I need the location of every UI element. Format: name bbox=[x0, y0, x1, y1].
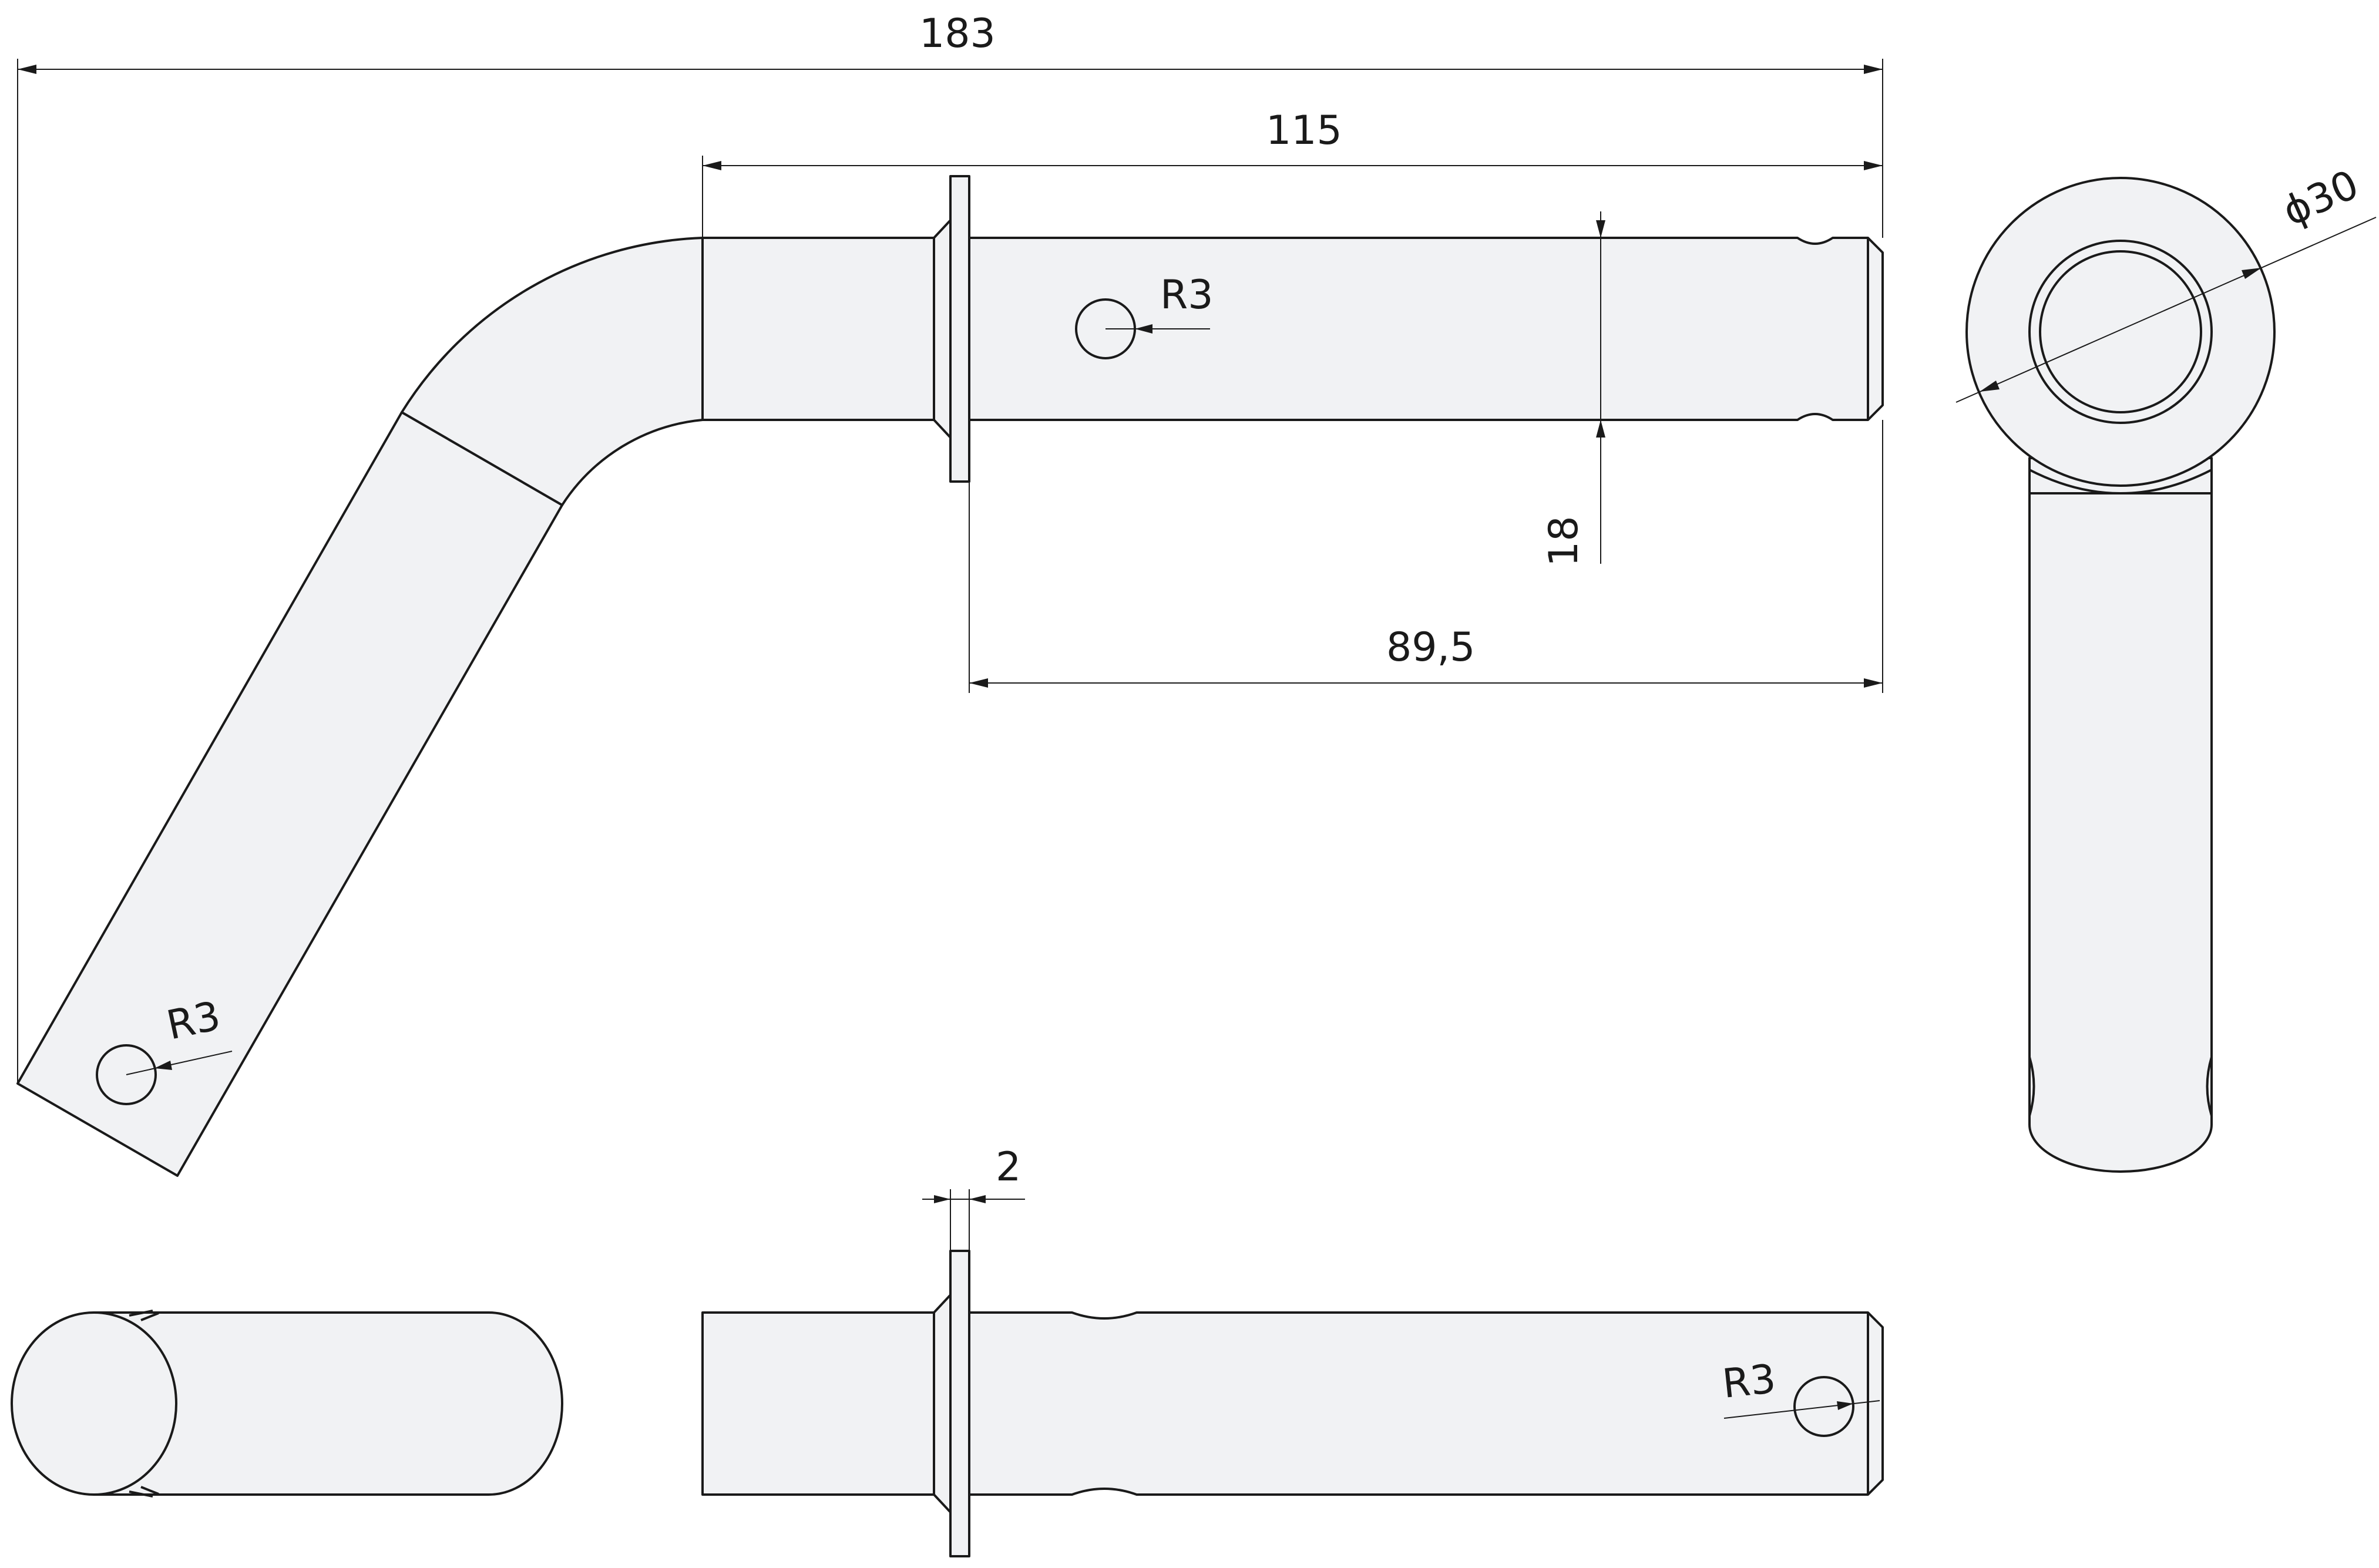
r3-bottom-leader bbox=[1723, 1400, 1880, 1419]
dim-89-arrow-right bbox=[1864, 678, 1883, 688]
r3-bent-label: R3 bbox=[163, 993, 224, 1049]
r3-bent-arrow bbox=[154, 1061, 172, 1070]
bottom-flange-chamfer bbox=[933, 1294, 952, 1513]
straight-shaft bbox=[701, 237, 1884, 421]
side-shaft-end bbox=[2028, 240, 2213, 424]
dim-18-label: 18 bbox=[1541, 516, 1587, 567]
dim-phi30-line bbox=[1955, 217, 2377, 403]
elbow bbox=[401, 237, 704, 506]
dim-89-label: 89,5 bbox=[1386, 624, 1475, 671]
dim-115-label: 115 bbox=[1266, 107, 1342, 154]
dim-phi30-arrow-left bbox=[1980, 381, 2000, 392]
side-groove-left bbox=[2028, 1056, 2035, 1116]
flange-plate bbox=[949, 175, 970, 483]
r3-bottom-label: R3 bbox=[1721, 1356, 1778, 1408]
flange-chamfer bbox=[933, 219, 952, 439]
dim-2-arrow-right bbox=[969, 1195, 986, 1203]
dim-18-arrow-bottom bbox=[1596, 420, 1605, 438]
bottom-cap-tick-top bbox=[129, 1310, 159, 1321]
bottom-end-cap bbox=[11, 1311, 177, 1496]
dim-18-arrow-top bbox=[1596, 220, 1605, 238]
dim-183-label: 183 bbox=[919, 11, 996, 57]
side-shaft-collar bbox=[2029, 469, 2212, 494]
bottom-straight-shaft bbox=[701, 1311, 1884, 1496]
bottom-cap-tick-bottom bbox=[129, 1486, 159, 1498]
r3-bent-leader bbox=[126, 1051, 233, 1075]
bottom-flange-plate bbox=[949, 1250, 970, 1557]
dim-89-arrow-left bbox=[969, 678, 988, 688]
r3-top-label: R3 bbox=[1160, 272, 1214, 318]
dim-2-arrow-left bbox=[934, 1195, 950, 1203]
side-groove-right bbox=[2206, 1056, 2213, 1116]
r3-bottom-arrow bbox=[1837, 1401, 1853, 1410]
dim-2-label: 2 bbox=[996, 1144, 1021, 1190]
dim-phi30-label: ϕ30 bbox=[2276, 161, 2365, 235]
side-shaft bbox=[2028, 457, 2213, 1173]
side-shaft-end-inner bbox=[2039, 250, 2202, 413]
dim-115-arrow-right bbox=[1864, 161, 1883, 170]
bottom-bent-section bbox=[93, 1311, 563, 1496]
dim-phi30-arrow-right bbox=[2242, 268, 2262, 279]
front-view: R3 R3 183 115 18 89,5 bbox=[16, 11, 1884, 1177]
dim-183-arrow-right bbox=[1864, 65, 1883, 74]
dim-115-arrow-left bbox=[703, 161, 721, 170]
side-view: ϕ30 bbox=[1955, 161, 2377, 1173]
r3-top-arrow bbox=[1135, 324, 1152, 334]
bottom-view: R3 2 bbox=[11, 1144, 1884, 1557]
dim-183-arrow-left bbox=[18, 65, 36, 74]
